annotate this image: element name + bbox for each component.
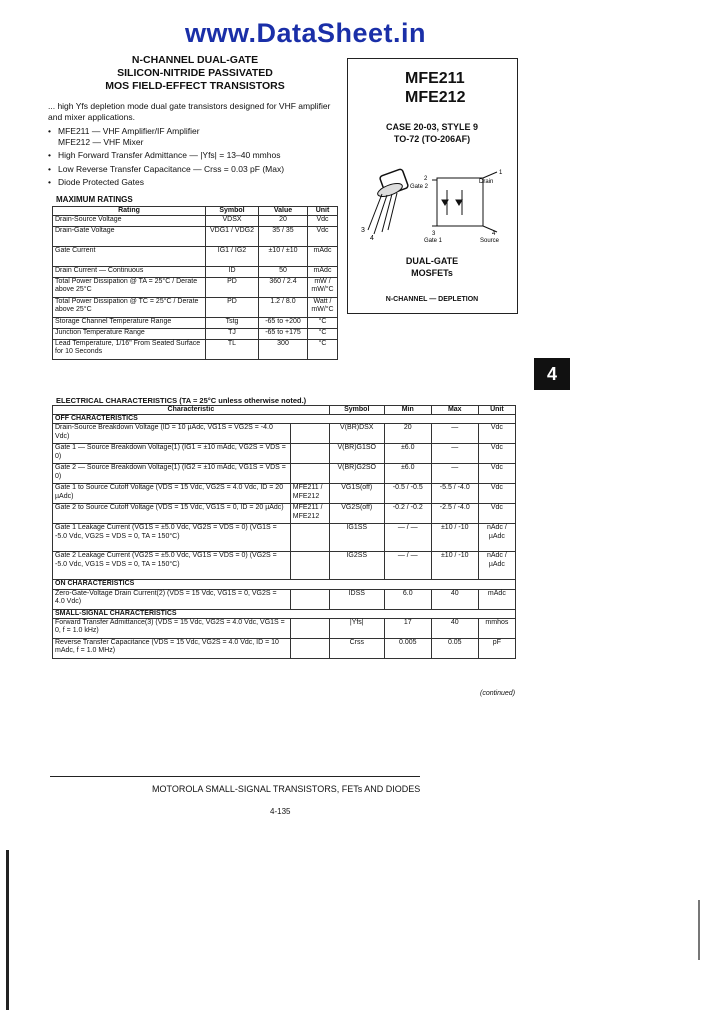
table-row: Lead Temperature, 1/16" From Seated Surf… [52,339,338,361]
section-tab[interactable]: 4 [534,358,570,390]
page-number: 4-135 [270,807,291,816]
title-line-1: N-CHANNEL DUAL-GATE [131,54,259,66]
col-unit: Unit [307,205,338,217]
pin-2-label: 2 [424,176,428,182]
package-schematic-diagram: 3 4 1 Drain 2 Gate 2 3 Gate 1 4 Source [361,168,503,244]
footer-rule [50,776,420,777]
pin-1-label: 1 [499,170,503,176]
off-characteristics-heading: OFF CHARACTERISTICS [52,414,516,425]
feature-item: •High Forward Transfer Admittance — |Yfs… [48,150,281,160]
electrical-characteristics-table: Characteristic Symbol Min Max Unit OFF C… [52,404,517,659]
source-label: Source [480,238,500,244]
footer-brand: MOTOROLA SMALL-SIGNAL TRANSISTORS, FETs … [152,784,421,794]
table-row: Gate 2 — Source Breakdown Voltage(1) (IG… [52,463,517,485]
col-characteristic: Characteristic [52,404,330,416]
pin-3b-label: 3 [432,231,436,237]
table-header-row: Characteristic Symbol Min Max Unit [52,404,517,416]
gate-1-label: Gate 1 [424,238,443,244]
table-row: Reverse Transfer Capacitance (VDS = 15 V… [52,637,517,659]
feature-item: •Low Reverse Transfer Capacitance — Crss… [48,163,285,174]
gate-2-label: Gate 2 [410,184,429,190]
col-unit: Unit [477,404,517,416]
max-ratings-title: MAXIMUM RATINGS [56,195,133,204]
doc-title: N-CHANNEL DUAL-GATE SILICON-NITRIDE PASS… [95,54,295,93]
intro-text: ... high Yfs depletion mode dual gate tr… [48,101,331,122]
table-row: Gate 2 Leakage Current (VG2S = ±5.0 Vdc,… [52,551,517,581]
table-row: Drain-Source Breakdown Voltage (ID = 10 … [52,423,517,445]
title-line-3: MOS FIELD-EFFECT TRANSISTORS [105,80,285,92]
mosfet-symbol-icon [432,171,498,233]
mode-label: N-CHANNEL — DEPLETION [385,296,479,303]
part-info-box [347,58,518,314]
col-max: Max [430,404,479,416]
col-rating: Rating [52,205,206,217]
table-row: Total Power Dissipation @ TC = 25°C / De… [52,297,338,319]
continued-note: (continued) [480,690,516,697]
on-characteristics-heading: ON CHARACTERISTICS [52,579,516,590]
col-value: Value [258,205,308,217]
pin-4-label: 4 [370,235,374,242]
part-number-1: MFE211 [405,70,465,87]
part-number-2: MFE212 [405,89,466,106]
col-symbol: Symbol [205,205,259,217]
table-header-row: Rating Symbol Value Unit [52,205,338,217]
type-line-1: DUAL-GATE [405,256,459,266]
max-ratings-table: Rating Symbol Value Unit Drain-Source Vo… [52,205,338,361]
title-line-2: SILICON-NITRIDE PASSIVATED [117,67,273,79]
elec-char-title: ELECTRICAL CHARACTERISTICS (TA = 25°C un… [56,396,307,405]
table-row: Gate 1 — Source Breakdown Voltage(1) (IG… [52,443,517,465]
feature-item: •Diode Protected Gates [48,177,144,187]
site-watermark[interactable]: www.DataSheet.in [185,18,427,48]
table-row: Total Power Dissipation @ TA = 25°C / De… [52,277,338,299]
drain-label: Drain [479,179,493,185]
pin-3-label: 3 [361,227,365,234]
feature-item: •MFE211 — VHF Amplifier/IF Amplifier [48,126,200,136]
col-min: Min [383,404,432,416]
case-line-1: CASE 20-03, STYLE 9 [385,122,479,132]
to72-package-icon [367,168,409,235]
col-symbol: Symbol [328,404,385,416]
table-row: Gate 1 to Source Cutoff Voltage (VDS = 1… [52,483,517,505]
table-row: Forward Transfer Admittance(3) (VDS = 15… [52,617,517,639]
case-line-2: TO-72 (TO-206AF) [393,134,471,144]
small-signal-heading: SMALL-SIGNAL CHARACTERISTICS [52,608,516,619]
pin-4b-label: 4 [492,231,496,237]
scan-artifact [698,900,700,960]
table-row: Gate 2 to Source Cutoff Voltage (VDS = 1… [52,503,517,525]
type-line-2: MOSFETs [411,268,453,278]
feature-item: MFE212 — VHF Mixer [58,136,144,147]
table-row: Gate 1 Leakage Current (VG1S = ±5.0 Vdc,… [52,523,517,553]
table-row: Zero-Gate-Voltage Drain Current(2) (VDS … [52,588,517,610]
feature-list: •MFE211 — VHF Amplifier/IF Amplifier MFE… [48,126,338,188]
scan-artifact [6,850,9,1010]
